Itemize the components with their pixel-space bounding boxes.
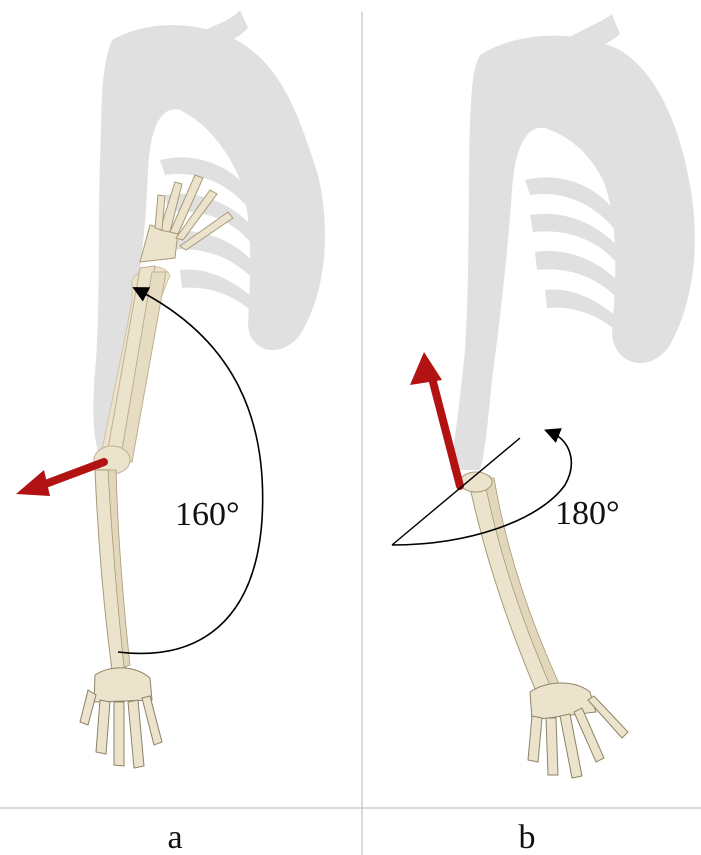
hand-b — [528, 683, 628, 778]
angle-label-a: 160° — [175, 496, 240, 533]
panel-label-b: b — [519, 819, 536, 855]
panel-b: 180° b — [392, 14, 695, 855]
panel-label-a: a — [167, 819, 182, 855]
red-arrow-a — [16, 462, 104, 496]
angle-label-b: 180° — [555, 495, 620, 532]
lower-hand-a — [80, 668, 162, 768]
rib-cage-silhouette-b — [450, 14, 695, 470]
red-arrow-b — [410, 352, 460, 486]
panel-a: 160° a — [16, 10, 325, 855]
